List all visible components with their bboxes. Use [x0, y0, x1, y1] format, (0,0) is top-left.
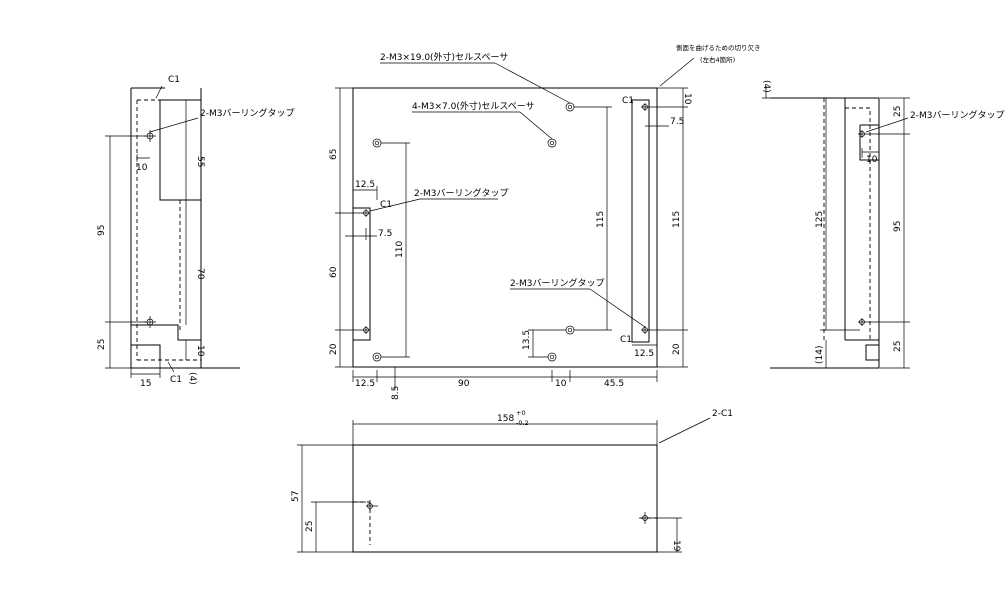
tol-plus: +0 — [516, 409, 526, 417]
left-view-texts: C1 2-M3バーリングタップ 55 95 70 25 10 10 15 (4)… — [97, 75, 294, 389]
right-dim-125: 125 — [815, 211, 825, 228]
left-c1-bottom: C1 — [170, 375, 182, 385]
note-line-1: 側面を曲げるための切り欠き — [676, 43, 761, 52]
front-c1-bottom: C1 — [620, 335, 632, 345]
left-c1-top: C1 — [168, 75, 180, 85]
right-dim-25b: 25 — [893, 341, 903, 352]
front-tap-label-1: 2-M3バーリングタップ — [414, 187, 508, 199]
tol-minus: -0.2 — [516, 419, 529, 427]
bottom-dim-25: 25 — [305, 521, 315, 532]
left-dim-70: 70 — [195, 268, 205, 280]
front-dim-60: 60 — [329, 266, 339, 278]
left-dim-15: 15 — [140, 379, 151, 389]
front-tap-label-2: 2-M3バーリングタップ — [510, 277, 604, 289]
left-side-view — [105, 85, 240, 378]
right-view-texts: (4) 25 2-M3バーリングタップ 10 125 95 (14) 25 — [761, 80, 1004, 364]
front-dim-110: 110 — [395, 241, 405, 258]
two-c1-label: 2-C1 — [712, 409, 733, 419]
right-dim-10: 10 — [866, 155, 878, 165]
left-dim-4: (4) — [187, 372, 197, 385]
front-c1-right: C1 — [622, 96, 634, 106]
front-c1-left: C1 — [380, 200, 392, 210]
spacer-long-label: 2-M3×19.0(外寸)セルスペーサ — [380, 51, 508, 63]
front-dim-7-5b: 7.5 — [670, 117, 684, 127]
right-dim-4: (4) — [761, 80, 771, 93]
right-tap-label: 2-M3バーリングタップ — [910, 109, 1004, 121]
front-dim-10b: 10 — [555, 379, 567, 389]
spacer-short-label: 4-M3×7.0(外寸)セルスペーサ — [412, 100, 535, 112]
front-dim-65: 65 — [329, 149, 339, 160]
front-view — [335, 57, 695, 390]
right-side-view — [762, 86, 910, 369]
front-dim-13-5: 13.5 — [522, 330, 532, 350]
front-dim-8-5: 8.5 — [391, 386, 401, 400]
left-dim-25: 25 — [97, 339, 107, 350]
bottom-view — [297, 417, 711, 553]
bottom-view-texts: 158 +0 -0.2 2-C1 57 25 19 — [291, 409, 733, 552]
front-dim-12-5c: 12.5 — [355, 379, 375, 389]
left-dim-55: 55 — [195, 156, 205, 167]
front-view-texts: 2-M3×19.0(外寸)セルスペーサ 4-M3×7.0(外寸)セルスペーサ 側… — [329, 43, 761, 400]
front-dim-20b: 20 — [672, 343, 682, 355]
left-dim-95: 95 — [97, 225, 107, 236]
front-dim-10: 10 — [682, 93, 692, 105]
front-dim-115b: 115 — [672, 211, 682, 228]
note-line-2: (左右4箇所) — [700, 55, 735, 64]
front-dim-20: 20 — [329, 343, 339, 355]
left-dim-10a: 10 — [136, 163, 148, 173]
right-dim-95: 95 — [893, 221, 903, 232]
front-dim-7-5a: 7.5 — [378, 229, 392, 239]
bottom-dim-19: 19 — [671, 540, 681, 552]
width-dim: 158 — [497, 414, 514, 424]
front-dim-45-5: 45.5 — [604, 379, 624, 389]
front-dim-12-5a: 12.5 — [355, 180, 375, 190]
right-dim-14: (14) — [815, 346, 825, 364]
front-dim-115a: 115 — [596, 211, 606, 228]
right-dim-25a: 25 — [893, 106, 903, 117]
left-dim-10b: 10 — [195, 345, 205, 357]
front-dim-12-5b: 12.5 — [634, 349, 654, 359]
bottom-dim-57: 57 — [291, 491, 301, 502]
front-dim-90: 90 — [458, 379, 470, 389]
left-tap-label: 2-M3バーリングタップ — [200, 107, 294, 119]
